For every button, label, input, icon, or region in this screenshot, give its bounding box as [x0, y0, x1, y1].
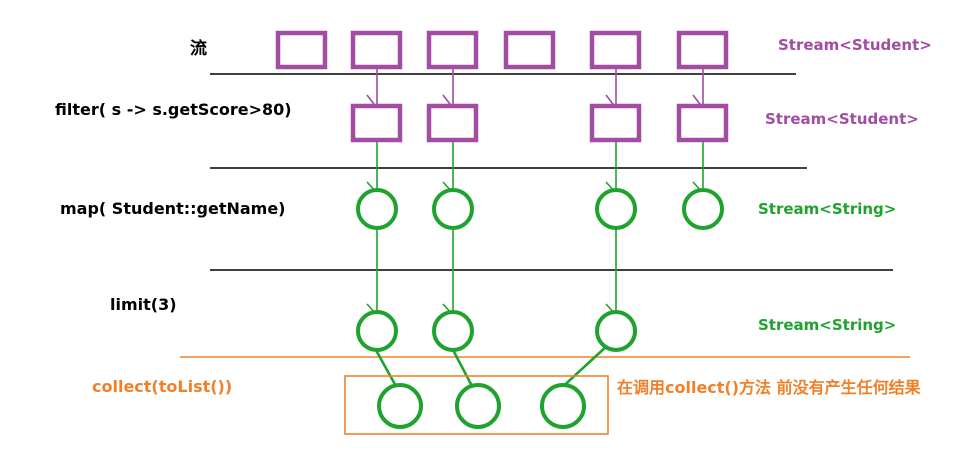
collect-annotation: 在调用collect()方法 前没有产生任何结果	[617, 378, 921, 397]
limit-circle-1	[356, 310, 398, 352]
type-label-row1: Stream<Student>	[778, 36, 932, 54]
collect-circle-2	[455, 383, 501, 429]
stage-label-map: map( Student::getName)	[60, 199, 286, 218]
type-label-row2: Stream<Student>	[765, 110, 919, 128]
map-circle-1	[356, 188, 398, 230]
source-row-shapes	[275, 30, 729, 70]
map-circle-4	[682, 188, 724, 230]
map-circle-2	[432, 188, 474, 230]
collect-row-shapes	[377, 383, 586, 429]
type-label-row3: Stream<String>	[758, 200, 897, 218]
collect-circle-3	[540, 383, 586, 429]
separator-lines	[180, 73, 910, 358]
filter-square-1	[350, 103, 403, 143]
source-square-3	[426, 30, 479, 70]
collect-circle-1	[377, 383, 423, 429]
stage-label-filter: filter( s -> s.getScore>80)	[55, 100, 292, 119]
source-square-5	[589, 30, 642, 70]
connectors-limit-to-collect	[370, 342, 609, 392]
stage-label-limit: limit(3)	[110, 295, 177, 314]
stage-label-collect: collect(toList())	[92, 377, 233, 396]
filter-square-4	[676, 103, 729, 143]
filter-row-shapes	[350, 103, 729, 143]
source-square-1	[275, 30, 328, 70]
connector-limit-2	[450, 347, 475, 389]
map-circle-3	[595, 188, 637, 230]
limit-row-shapes	[356, 310, 637, 352]
type-label-row4: Stream<String>	[758, 316, 897, 334]
collected-list-box	[344, 375, 609, 435]
connectors-map-to-limit	[366, 222, 617, 316]
map-row-shapes	[356, 188, 724, 230]
limit-circle-3	[595, 310, 637, 352]
filter-square-2	[426, 103, 479, 143]
connectors-filter-to-map	[366, 122, 704, 194]
source-square-6	[676, 30, 729, 70]
connectors-source-to-filter	[366, 67, 704, 109]
filter-square-3	[589, 103, 642, 143]
limit-circle-2	[432, 310, 474, 352]
stage-label-source: 流	[190, 39, 207, 59]
source-square-4	[503, 30, 556, 70]
source-square-2	[350, 30, 403, 70]
